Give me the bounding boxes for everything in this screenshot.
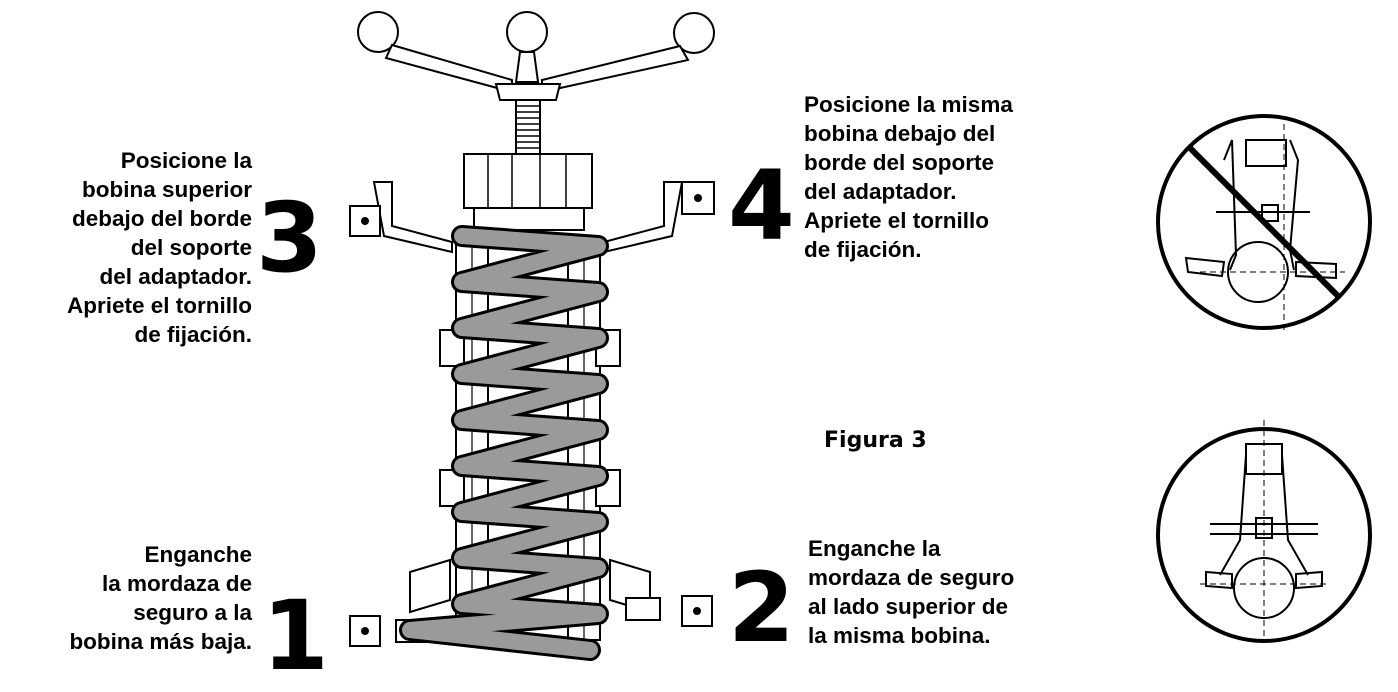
handle-knob-left <box>357 11 399 53</box>
step-2-text: Enganche la mordaza de seguro al lado su… <box>808 536 1015 648</box>
step-2-number: 2 <box>728 552 795 664</box>
coil-spring <box>399 225 609 661</box>
step-1-text: Enganche la mordaza de seguro a la bobin… <box>69 542 252 654</box>
figure-caption: Figura 3 <box>824 428 927 453</box>
handle-knob-center <box>506 11 548 53</box>
step-4-text: Posicione la misma bobina debajo del bor… <box>804 92 1013 262</box>
correct-detail <box>1156 420 1372 643</box>
handle-knob-right <box>673 12 715 54</box>
spring-compressor-diagram <box>349 11 1372 661</box>
step-3-number: 3 <box>256 182 323 294</box>
step-1-number: 1 <box>262 580 329 692</box>
step-3-text: Posicione la bobina superior debajo del … <box>66 148 252 347</box>
step-4-number: 4 <box>728 150 795 262</box>
incorrect-detail <box>1156 114 1372 330</box>
